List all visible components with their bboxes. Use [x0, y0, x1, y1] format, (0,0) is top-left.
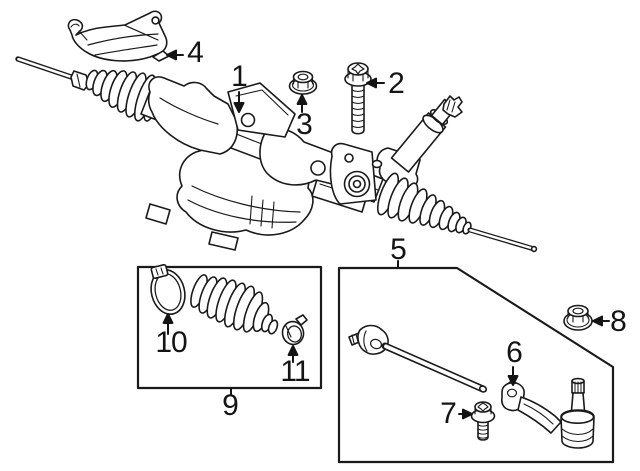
callout-8: 8 — [610, 305, 627, 338]
callout-5: 5 — [390, 233, 407, 266]
pinion-input-shaft — [371, 95, 463, 189]
left-tie-rod — [15, 56, 90, 91]
inner-tie-rod — [348, 324, 488, 393]
mounting-bolt-drawing — [344, 62, 372, 135]
callout-11: 11 — [280, 355, 310, 388]
kit-bellows-boot — [190, 274, 279, 335]
tie-rod-end-bolt — [470, 401, 496, 441]
boot-kit-box — [136, 263, 323, 390]
mounting-hole — [240, 112, 256, 128]
left-rack-boot — [85, 69, 163, 122]
mounting-nut-drawing — [288, 70, 318, 95]
boot-clamp-large — [150, 263, 186, 315]
callout-6: 6 — [506, 336, 523, 369]
callout-arrows — [162, 49, 610, 420]
gear-housing — [147, 76, 353, 189]
right-rack-boot — [376, 172, 472, 235]
steering-gear-assembly-drawing — [15, 56, 538, 253]
callout-2: 2 — [388, 67, 405, 100]
callout-7: 7 — [440, 397, 457, 430]
tie-rod-kit-box — [337, 266, 615, 464]
right-mount-bushing — [329, 142, 377, 205]
callout-3: 3 — [296, 108, 313, 141]
callout-4: 4 — [187, 36, 204, 69]
callout-10: 10 — [155, 326, 187, 359]
heat-shield-bracket-drawing — [67, 10, 170, 62]
tie-rod-nut-drawing — [563, 304, 593, 331]
right-tie-rod — [467, 227, 538, 253]
callout-9: 9 — [222, 389, 239, 422]
mounting-plate — [227, 82, 296, 138]
outer-tie-rod-end — [501, 377, 595, 449]
callout-1: 1 — [231, 60, 248, 93]
bracket-hole — [151, 16, 160, 25]
boot-clamp-small — [281, 314, 308, 346]
